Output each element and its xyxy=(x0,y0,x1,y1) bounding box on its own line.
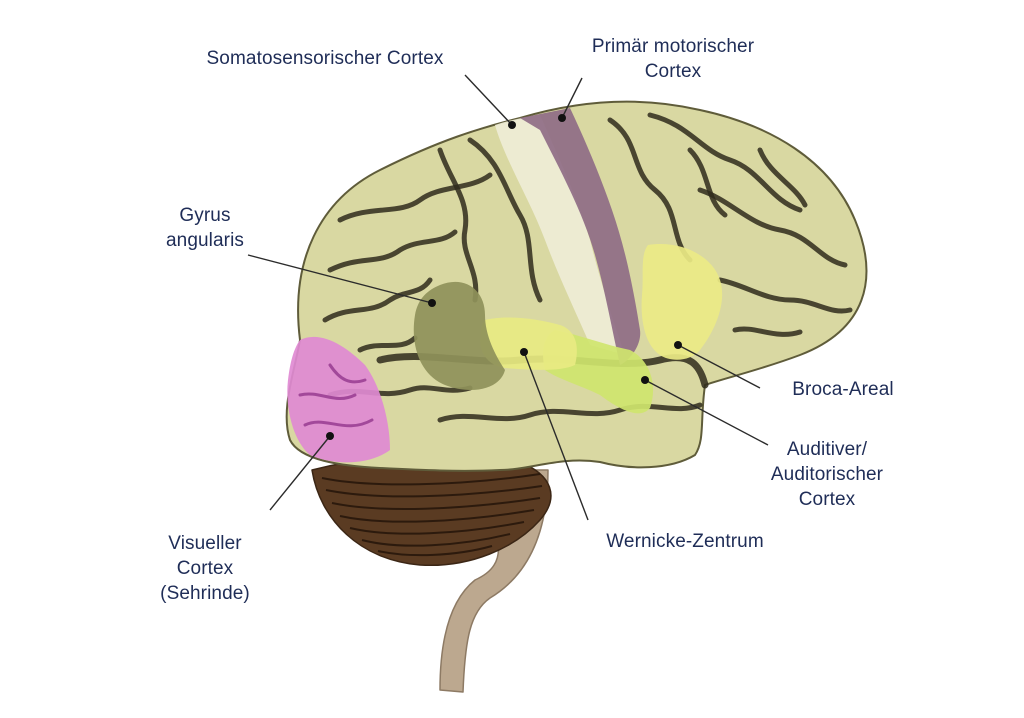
cerebellum-folia xyxy=(321,473,543,557)
dot-motor xyxy=(558,114,566,122)
leader-somatosensory xyxy=(464,74,513,126)
leader-broca xyxy=(677,344,761,389)
dot-auditory xyxy=(641,376,649,384)
leader-motor xyxy=(561,77,583,119)
wernicke-area xyxy=(480,317,577,370)
dot-angular xyxy=(428,299,436,307)
sulci xyxy=(322,112,853,423)
primary-motor-cortex xyxy=(520,108,641,365)
anchor-dots xyxy=(326,114,682,440)
label-line: Primär motorischer xyxy=(591,36,755,57)
label-line: Cortex xyxy=(798,489,856,510)
label-line: Visueller xyxy=(168,533,242,554)
label-line: Somatosensorischer Cortex xyxy=(206,48,444,69)
label-line: Cortex xyxy=(176,558,234,579)
label-wernicke-center: Wernicke-Zentrum xyxy=(590,529,780,554)
leader-auditory xyxy=(644,379,769,446)
label-somatosensory-cortex: Somatosensorischer Cortex xyxy=(183,46,467,71)
dot-wernicke xyxy=(520,348,528,356)
label-primary-motor-cortex: Primär motorischer Cortex xyxy=(568,34,778,84)
broca-area xyxy=(641,244,723,360)
leader-wernicke xyxy=(523,351,589,521)
label-line: Wernicke-Zentrum xyxy=(606,531,764,552)
label-auditory-cortex: Auditiver/ Auditorischer Cortex xyxy=(756,437,898,512)
dot-visual xyxy=(326,432,334,440)
leader-lines xyxy=(247,74,769,521)
visual-cortex-folds xyxy=(298,363,374,428)
label-gyrus-angularis: Gyrus angularis xyxy=(150,203,260,253)
label-line: Auditorischer xyxy=(770,464,884,485)
label-line: angularis xyxy=(165,230,244,251)
leader-angular xyxy=(247,254,433,304)
label-visual-cortex: Visueller Cortex (Sehrinde) xyxy=(140,531,270,606)
label-line: Broca-Areal xyxy=(792,379,894,400)
leader-visual xyxy=(269,435,331,511)
dot-broca xyxy=(674,341,682,349)
label-line: (Sehrinde) xyxy=(160,583,250,604)
label-broca-area: Broca-Areal xyxy=(782,377,904,402)
label-line: Cortex xyxy=(644,61,702,82)
label-line: Auditiver/ xyxy=(786,439,868,460)
dot-somatosensory xyxy=(508,121,516,129)
gyrus-angularis xyxy=(413,281,505,390)
somatosensory-cortex xyxy=(495,115,625,355)
label-line: Gyrus xyxy=(179,205,231,226)
